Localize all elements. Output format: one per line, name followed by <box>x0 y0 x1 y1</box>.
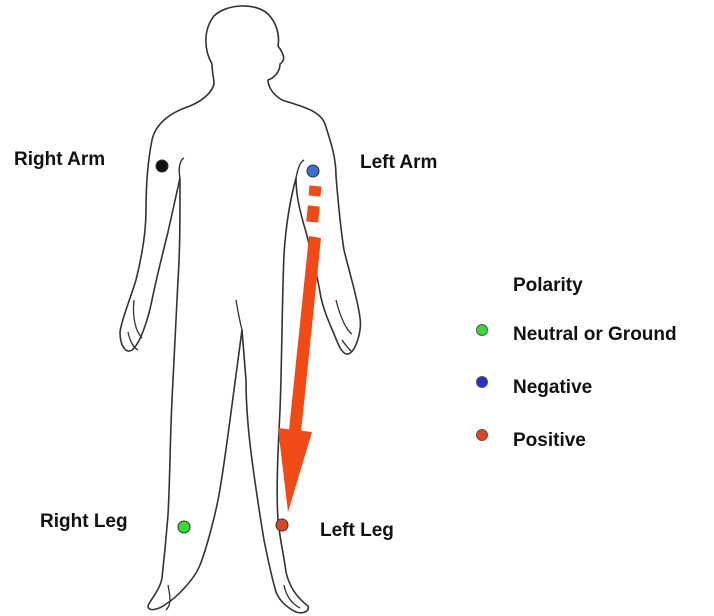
crotch-line <box>236 300 242 330</box>
arrow-dash-2 <box>306 205 320 222</box>
right-hand-detail <box>128 300 142 350</box>
arrow-shaft <box>289 236 321 432</box>
legend-title: Polarity <box>513 276 583 295</box>
legend-label-negative: Negative <box>513 378 592 397</box>
legend-dot-positive <box>476 429 488 441</box>
right-arm-inner-line <box>179 158 184 178</box>
left-leg-label: Left Leg <box>320 521 394 540</box>
left-arm-electrode <box>307 165 319 177</box>
left-arm-inner-line <box>296 160 304 178</box>
legend-dot-neutral <box>476 324 488 336</box>
legend-label-neutral: Neutral or Ground <box>513 325 677 344</box>
right-arm-label: Right Arm <box>14 150 105 169</box>
right-foot-detail <box>166 585 170 610</box>
legend-dot-negative <box>476 376 488 388</box>
right-leg-label: Right Leg <box>40 512 128 531</box>
arrow-dash-1 <box>309 185 322 196</box>
arrow-head <box>278 428 312 512</box>
lead-arrow <box>278 185 321 512</box>
right-arm-electrode <box>156 160 168 172</box>
legend-label-positive: Positive <box>513 431 586 450</box>
right-leg-electrode <box>178 521 190 533</box>
left-arm-label: Left Arm <box>360 153 437 172</box>
left-leg-electrode <box>276 519 288 531</box>
